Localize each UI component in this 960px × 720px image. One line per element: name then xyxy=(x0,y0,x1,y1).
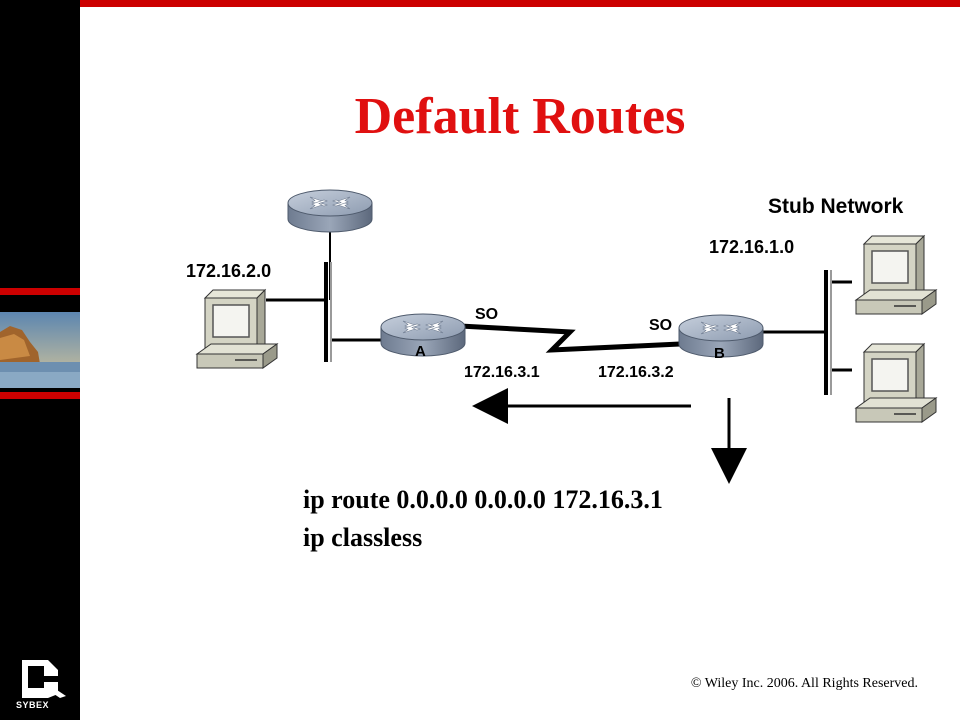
coast-photo xyxy=(0,312,80,388)
net-right-label: 172.16.1.0 xyxy=(709,237,794,257)
serial-link xyxy=(459,323,681,353)
stub-network-label: Stub Network xyxy=(768,195,904,218)
sidebar-accent-lower xyxy=(0,392,80,399)
router-a-label: A xyxy=(415,343,426,360)
computer-right-upper xyxy=(855,235,937,315)
serial-b-label: SO xyxy=(649,317,672,334)
router-b-label: B xyxy=(714,345,725,362)
sybex-logo-text: SYBEX xyxy=(16,700,50,710)
net-left-label: 172.16.2.0 xyxy=(186,261,271,281)
lan-segment-right xyxy=(824,270,832,395)
lan-segment-left xyxy=(324,262,332,362)
ip-a-label: 172.16.3.1 xyxy=(464,364,540,381)
top-accent-bar xyxy=(80,0,960,7)
sybex-logo xyxy=(14,652,72,714)
copyright-footer: © Wiley Inc. 2006. All Rights Reserved. xyxy=(690,676,918,691)
router-upper xyxy=(287,189,373,233)
ip-b-label: 172.16.3.2 xyxy=(598,364,674,381)
slide-title: Default Routes xyxy=(354,88,686,145)
serial-a-label: SO xyxy=(475,306,498,323)
computer-left xyxy=(196,289,278,369)
command-line-2: ip classless xyxy=(303,523,423,552)
command-line-1: ip route 0.0.0.0 0.0.0.0 172.16.3.1 xyxy=(303,485,663,514)
computer-right-lower xyxy=(855,343,937,423)
sidebar-accent-upper xyxy=(0,288,80,295)
